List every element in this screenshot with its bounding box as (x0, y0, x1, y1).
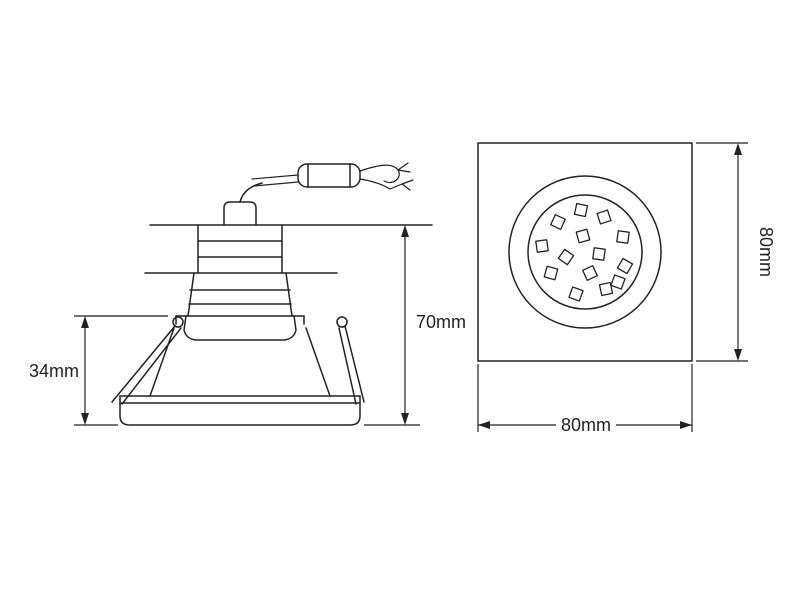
bezel-ring (119, 395, 361, 426)
dimension-70mm: 70mm (364, 225, 466, 426)
led-chip (598, 281, 614, 297)
lamp-body (175, 201, 305, 341)
arrowhead-up (401, 225, 409, 237)
right-clip-pivot (336, 316, 348, 328)
arrowhead-up (734, 143, 742, 155)
label-faceplate-height: 80mm (756, 227, 776, 277)
cable-and-driver (239, 162, 414, 203)
trim-bezel (119, 327, 361, 426)
led-chip (573, 202, 589, 218)
dimension-80mm-horizontal: 80mm (477, 364, 693, 435)
led-chip (550, 214, 566, 230)
side-view-drawing (111, 162, 433, 426)
arrowhead-down (81, 413, 89, 425)
led-chips (535, 202, 634, 302)
wire-ends (397, 162, 414, 191)
led-chip (596, 209, 612, 225)
led-chip (568, 286, 584, 302)
led-chip (543, 265, 559, 281)
label-faceplate-width: 80mm (561, 415, 611, 435)
label-total-height: 70mm (416, 312, 466, 332)
dimension-80mm-vertical: 80mm (696, 142, 776, 362)
dimension-34mm: 34mm (29, 315, 168, 426)
arrowhead-right (680, 421, 692, 429)
led-chip (582, 265, 598, 281)
spring-clips (111, 316, 365, 405)
led-chip (592, 247, 606, 261)
arrowhead-down (734, 349, 742, 361)
outer-ring (508, 175, 662, 329)
front-view-drawing (477, 142, 693, 362)
led-chip (616, 230, 630, 244)
lamp-bowl (183, 315, 297, 341)
arrowhead-down (401, 413, 409, 425)
left-clip-pivot (172, 316, 184, 328)
arrowhead-up (81, 316, 89, 328)
led-chip (575, 228, 591, 244)
driver-box (297, 163, 361, 188)
led-chip (616, 257, 634, 275)
lens-circle (527, 194, 643, 310)
arrowhead-left (478, 421, 490, 429)
square-faceplate (477, 142, 693, 362)
led-chip (610, 274, 626, 290)
led-chip (557, 248, 575, 266)
led-chip (535, 239, 549, 253)
label-recess-depth: 34mm (29, 361, 79, 381)
lamp-cap (223, 201, 257, 226)
